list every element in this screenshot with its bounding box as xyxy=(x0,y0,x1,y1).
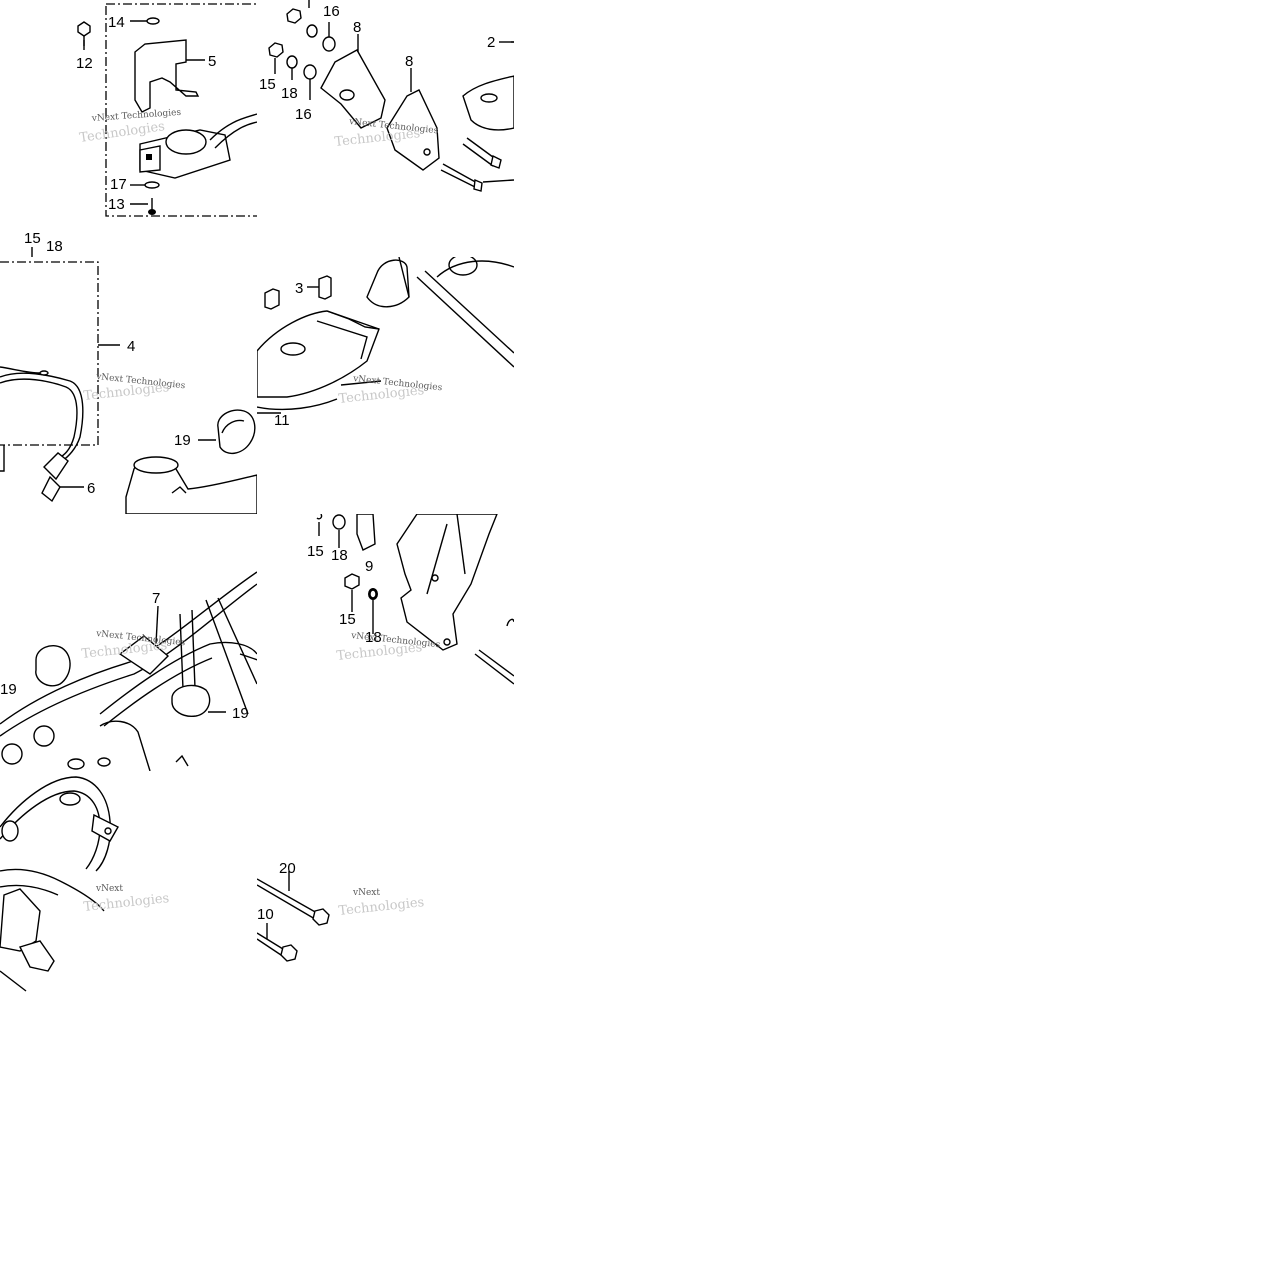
callout-8: 8 xyxy=(353,19,361,36)
battery-tray xyxy=(257,310,380,398)
callout-9: 9 xyxy=(365,558,373,575)
tile-front-frame: vNext Technologies xyxy=(0,771,257,1028)
washer-16 xyxy=(322,36,336,52)
callout-11: 11 xyxy=(274,412,290,429)
nut-15 xyxy=(344,573,360,590)
callout-5: 5 xyxy=(208,53,216,70)
callout-13: 13 xyxy=(108,196,125,213)
bolt-12 xyxy=(77,21,91,37)
callout-20: 20 xyxy=(279,860,296,877)
tile-battery-tray: 3 11 vNext Technologies Technologies xyxy=(257,257,514,514)
washer-17 xyxy=(144,181,160,189)
tile-engine-hangers: 16 8 8 2 15 18 16 vNext Technologies Tec… xyxy=(257,0,514,257)
callout-15: 15 xyxy=(339,611,356,628)
callout-10: 10 xyxy=(257,906,274,923)
watermark-faint: Technologies xyxy=(338,383,425,407)
callout-19: 19 xyxy=(174,432,191,449)
watermark-faint: Technologies xyxy=(338,895,425,919)
callout-2: 2 xyxy=(487,34,495,51)
tile-rear-hanger: 15 18 9 15 18 vNext Technologies Technol… xyxy=(257,514,514,771)
callout-8: 8 xyxy=(405,53,413,70)
callout-15: 15 xyxy=(24,230,41,247)
hanger-plate-8a xyxy=(320,49,386,129)
watermark-faint: Technologies xyxy=(336,640,423,664)
bracket-7 xyxy=(118,635,170,675)
callout-18: 18 xyxy=(365,629,382,646)
watermark-faint: Technologies xyxy=(83,891,170,915)
callout-19: 19 xyxy=(0,681,17,698)
callout-14: 14 xyxy=(108,14,125,31)
washer-14 xyxy=(146,17,160,25)
front-loop xyxy=(0,776,112,872)
callout-18: 18 xyxy=(46,238,63,255)
callout-18: 18 xyxy=(331,547,348,564)
callout-6: 6 xyxy=(87,480,95,497)
nut-top xyxy=(286,8,302,24)
callout-15: 15 xyxy=(307,543,324,560)
watermark: vNext Technologies xyxy=(91,108,182,124)
watermark: vNext xyxy=(352,888,380,898)
tile-harness: 15 4 19 11 6 vNext Technologies Technolo… xyxy=(0,257,257,514)
hanger-plate-rear xyxy=(396,514,498,651)
callout-7: 7 xyxy=(152,590,160,607)
callout-3: 3 xyxy=(295,280,303,297)
labels-15-18: 15 18 xyxy=(24,230,63,257)
plug-cap-6 xyxy=(43,452,69,481)
harness-wire xyxy=(0,372,84,462)
tile-ignition-coil: 14 5 12 17 13 vNext Technologies Technol… xyxy=(0,0,257,257)
bolt-10 xyxy=(257,932,284,950)
tile-long-bolts: 20 10 vNext Technologies xyxy=(257,771,514,1028)
callout-17: 17 xyxy=(110,176,127,193)
link-9 xyxy=(356,514,376,551)
band-clamp-19 xyxy=(217,409,256,454)
watermark: vNext xyxy=(95,884,123,894)
bolt-20 xyxy=(257,878,318,914)
callout-12: 12 xyxy=(76,55,93,72)
callout-19: 19 xyxy=(232,705,249,722)
watermark-faint: Technologies xyxy=(83,380,170,404)
frame-tube-upper xyxy=(0,571,257,725)
pin-3a xyxy=(264,288,280,310)
callout-18: 18 xyxy=(281,85,298,102)
callout-15: 15 xyxy=(259,76,276,93)
callout-4: 4 xyxy=(127,338,135,355)
callout-16: 16 xyxy=(323,3,340,20)
clamp-19a xyxy=(35,644,71,687)
callout-16: 16 xyxy=(295,106,312,123)
tile-main-frame: 7 19 19 vNext Technologies Technologies xyxy=(0,514,257,771)
bracket-5 xyxy=(134,39,200,113)
clamp-19b xyxy=(171,684,211,717)
pin-3b xyxy=(318,275,332,300)
